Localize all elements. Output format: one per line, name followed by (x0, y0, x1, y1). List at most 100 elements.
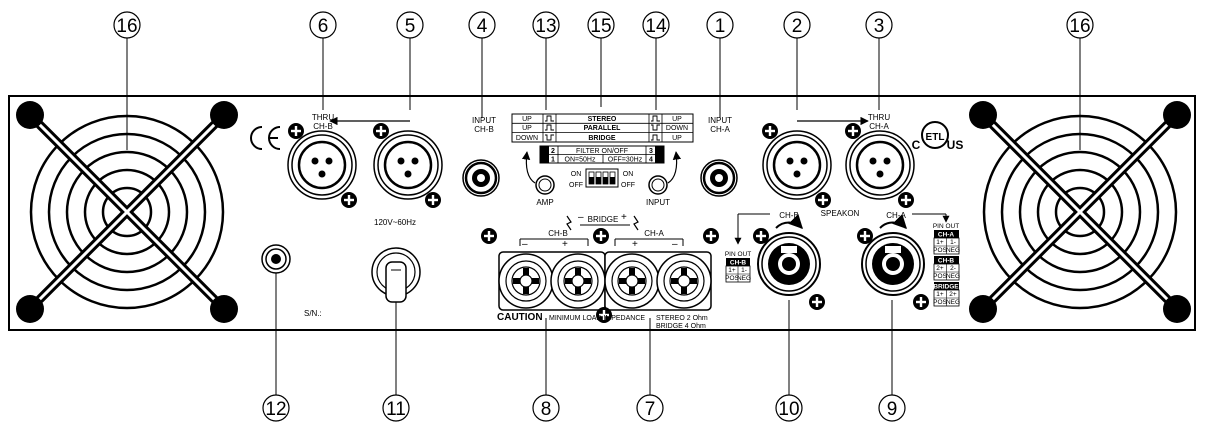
stereo-load-label: STEREO 2 Ohm (656, 315, 708, 322)
svg-text:1+: 1+ (728, 267, 736, 274)
svg-text:OFF=30Hz: OFF=30Hz (608, 157, 643, 164)
svg-text:CH-A: CH-A (938, 232, 955, 239)
svg-text:NEG: NEG (946, 273, 960, 280)
svg-text:2: 2 (551, 148, 555, 155)
svg-text:–: – (578, 212, 584, 223)
svg-text:C: C (912, 138, 921, 152)
screw (845, 123, 861, 139)
callout-6: 6 (309, 11, 337, 39)
callout-7: 7 (636, 394, 664, 422)
dip-on-left: ON (571, 171, 582, 178)
svg-text:5: 5 (405, 16, 416, 37)
svg-text:DOWN: DOWN (516, 135, 538, 142)
svg-text:1: 1 (715, 16, 726, 37)
post-cha-label: CH-A (644, 229, 664, 238)
post-chb-label: CH-B (548, 229, 568, 238)
svg-text:POS: POS (933, 299, 947, 306)
svg-text:–: – (672, 239, 678, 250)
svg-text:DOWN: DOWN (666, 125, 688, 132)
svg-text:POS: POS (933, 247, 947, 254)
thru-chb-label: THRU (312, 113, 334, 122)
svg-text:4: 4 (477, 16, 488, 37)
svg-text:+: + (621, 212, 627, 223)
svg-text:1: 1 (551, 157, 555, 164)
twist-arrow (879, 214, 907, 230)
callout-12: 12 (262, 394, 290, 422)
bridge-label: BRIDGE (588, 215, 619, 224)
svg-text:+: + (632, 239, 638, 250)
svg-text:+: + (562, 239, 568, 250)
svg-text:NEG: NEG (946, 247, 960, 254)
amp-level-knob (521, 151, 555, 195)
callout-4: 4 (468, 11, 496, 39)
callout-2: 2 (783, 11, 811, 39)
input-cha-label-2: CH-A (710, 125, 730, 134)
svg-text:BRIDGE: BRIDGE (933, 284, 959, 291)
speakon-chb-label: CH-B (779, 211, 799, 220)
voltage-label: 120V~60Hz (374, 218, 416, 227)
screw (815, 192, 831, 208)
mode-switch-table: UP UP DOWN STEREO PARALLEL BRIDGE UP DOW… (511, 113, 694, 143)
svg-text:7: 7 (645, 399, 656, 420)
svg-text:PIN OUT: PIN OUT (725, 251, 751, 258)
thru-cha-label: THRU (868, 113, 890, 122)
power-switch (371, 247, 421, 303)
svg-text:1+: 1+ (936, 291, 944, 298)
callout-13: 13 (532, 11, 560, 39)
etl-mark: ETL C US (912, 121, 963, 152)
dip-switch (585, 168, 619, 188)
pinout-table-cha: PIN OUT CH-A 1+ 1- POS NEG CH-B 2+ 2- PO… (933, 223, 960, 307)
svg-text:6: 6 (318, 16, 329, 37)
screw (373, 123, 389, 139)
speakon-cha-label: CH-A (886, 211, 906, 220)
svg-text:POS: POS (933, 273, 947, 280)
callout-16-left: 16 (113, 11, 141, 39)
callout-5: 5 (396, 11, 424, 39)
screw (341, 192, 357, 208)
input-cha-label: INPUT (708, 116, 732, 125)
bridge-load-label: BRIDGE 4 Ohm (656, 323, 706, 330)
callout-8: 8 (532, 394, 560, 422)
dip-off-left: OFF (569, 182, 583, 189)
input-chb-label-2: CH-B (474, 125, 494, 134)
xlr-input-cha (761, 129, 833, 201)
svg-text:14: 14 (645, 16, 667, 37)
callout-leaders (126, 38, 1081, 395)
min-load-label: MINIMUM LOAD IMPEDANCE (549, 315, 645, 322)
svg-text:CH-B: CH-B (938, 258, 955, 265)
pinout-table-chb: PIN OUT CH-B 1+ 1- POS NEG (725, 251, 751, 283)
svg-text:FILTER ON/OFF: FILTER ON/OFF (576, 148, 628, 155)
thru-chb-label-2: CH-B (313, 122, 333, 131)
svg-text:9: 9 (887, 399, 898, 420)
svg-text:12: 12 (265, 399, 286, 420)
binding-posts-area: CH-B CH-A BRIDGE – + + – – + (498, 212, 712, 311)
callout-16-right: 16 (1066, 11, 1094, 39)
ce-mark (250, 126, 281, 150)
svg-text:NEG: NEG (737, 275, 751, 282)
svg-text:2: 2 (792, 16, 803, 37)
svg-text:10: 10 (778, 399, 799, 420)
svg-text:2+: 2+ (949, 291, 957, 298)
svg-text:PARALLEL: PARALLEL (584, 125, 622, 132)
input-label: INPUT (646, 198, 670, 207)
input-level-knob (648, 151, 682, 195)
callout-15: 15 (587, 11, 615, 39)
jack-input-chb (461, 158, 501, 198)
filter-switch-table: 2 1 3 4 FILTER ON/OFF ON=50Hz OFF=30Hz (539, 145, 665, 164)
serial-label: S/N.: (304, 309, 322, 318)
svg-text:1+: 1+ (936, 239, 944, 246)
svg-text:STEREO: STEREO (588, 116, 617, 123)
svg-text:8: 8 (541, 399, 552, 420)
callout-3: 3 (865, 11, 893, 39)
xlr-input-chb (372, 129, 444, 201)
dip-on-right: ON (623, 171, 634, 178)
dip-off-right: OFF (621, 182, 635, 189)
svg-text:PIN OUT: PIN OUT (933, 223, 959, 230)
screw (703, 228, 719, 244)
callout-10: 10 (775, 394, 803, 422)
svg-text:4: 4 (649, 157, 653, 164)
screw (809, 294, 825, 310)
svg-text:UP: UP (672, 135, 682, 142)
